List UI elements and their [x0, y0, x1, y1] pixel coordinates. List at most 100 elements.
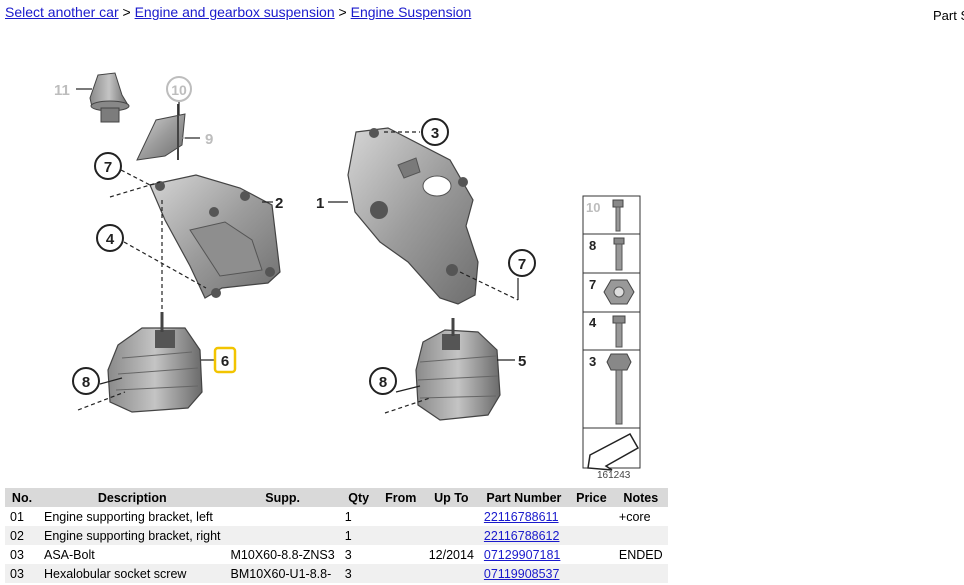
- left-bracket-part-2: [149, 174, 281, 299]
- fastener-legend: 10 8 7 4 3: [582, 195, 641, 471]
- parts-table: No. Description Supp. Qty From Up To Par…: [5, 488, 668, 583]
- cell-description: Hexalobular socket screw: [39, 564, 226, 583]
- col-header-part-number: Part Number: [478, 488, 569, 507]
- callout-7-right: 7: [518, 256, 526, 273]
- cell-part-number: 22116788612: [478, 526, 569, 545]
- cell-supp: [225, 526, 340, 545]
- col-header-notes: Notes: [613, 488, 668, 507]
- table-row: 01 Engine supporting bracket, left 1 221…: [5, 507, 668, 526]
- col-header-price: Price: [568, 488, 614, 507]
- callout-7-right-circle: [508, 249, 536, 277]
- cell-notes: ENDED: [618, 547, 663, 562]
- callout-1: 1: [316, 195, 324, 212]
- breadcrumb: Select another car > Engine and gearbox …: [5, 4, 471, 20]
- cell-part-number: 07119908537: [478, 564, 569, 583]
- callout-3: 3: [431, 125, 439, 142]
- table-row: 02 Engine supporting bracket, right 1 22…: [5, 526, 668, 545]
- callout-10-circle: [166, 76, 192, 102]
- part-number-link[interactable]: 07129907181: [483, 547, 561, 562]
- right-engine-mount-part-5: [415, 318, 501, 421]
- arrow-icon: [587, 432, 640, 471]
- callout-4: 4: [106, 231, 115, 248]
- cell-from: [377, 526, 424, 545]
- legend-item-3: 3: [589, 354, 596, 369]
- breadcrumb-engine-suspension-link[interactable]: Engine Suspension: [350, 4, 472, 20]
- bolt-4-icon: [612, 315, 626, 348]
- diagram-image-number: 161243: [597, 470, 631, 481]
- cell-no: 02: [5, 526, 39, 545]
- cell-qty: 1: [344, 509, 352, 524]
- left-engine-mount-part-6: [107, 312, 203, 413]
- cell-no: 03: [5, 564, 39, 583]
- callout-10: 10: [171, 82, 187, 98]
- cell-part-number: 22116788611: [479, 507, 569, 526]
- callout-2: 2: [275, 195, 283, 212]
- col-header-from: From: [377, 488, 424, 507]
- cell-description: Engine supporting bracket, left: [44, 509, 213, 524]
- cell-description: ASA-Bolt: [44, 547, 95, 562]
- bolt-3-icon: [606, 353, 632, 425]
- cell-supp: [226, 507, 340, 526]
- breadcrumb-separator: >: [118, 4, 135, 20]
- legend-item-10: 10: [586, 200, 600, 215]
- part-search-label: Part S: [933, 8, 964, 23]
- callout-5: 5: [518, 353, 526, 370]
- cell-price: [568, 526, 614, 545]
- cell-price: [569, 507, 614, 526]
- bolt-10-icon: [612, 199, 624, 232]
- small-bracket-part-9: [136, 104, 200, 161]
- cell-supp: BM10X60-U1-8.8-: [225, 564, 340, 583]
- cell-up-to: [423, 526, 479, 545]
- cell-part-number: 07129907181: [479, 545, 569, 564]
- col-header-qty: Qty: [339, 488, 378, 507]
- callout-6-highlight[interactable]: [213, 346, 237, 374]
- callout-8-left: 8: [82, 374, 90, 391]
- col-header-no: No.: [5, 488, 39, 507]
- col-header-description: Description: [39, 488, 226, 507]
- cell-qty: 1: [339, 526, 378, 545]
- legend-item-7: 7: [589, 277, 596, 292]
- table-header-row: No. Description Supp. Qty From Up To Par…: [5, 488, 668, 507]
- cell-price: [568, 564, 614, 583]
- part-number-link[interactable]: 22116788611: [483, 509, 559, 524]
- callout-11: 11: [54, 82, 70, 99]
- table-row: 03 ASA-Bolt M10X60-8.8-ZNS3 3 12/2014 07…: [5, 545, 668, 564]
- cell-no: 01: [10, 509, 24, 524]
- callout-8-right-circle: [369, 367, 397, 395]
- cell-supp: M10X60-8.8-ZNS3: [230, 547, 335, 562]
- cell-from: [378, 507, 424, 526]
- callout-6[interactable]: 6: [221, 353, 229, 370]
- col-header-supp: Supp.: [225, 488, 340, 507]
- part-number-link[interactable]: 07119908537: [483, 566, 560, 581]
- cell-notes: +core: [618, 509, 651, 524]
- legend-item-4: 4: [589, 315, 597, 330]
- cell-up-to: [424, 507, 479, 526]
- breadcrumb-separator: >: [334, 4, 351, 20]
- cell-qty: 3: [339, 564, 378, 583]
- cell-notes: [613, 526, 668, 545]
- callout-7-left: 7: [104, 159, 112, 176]
- cell-qty: 3: [344, 547, 352, 562]
- callout-4-circle: [96, 224, 124, 252]
- callout-7-left-circle: [94, 152, 122, 180]
- cell-price: [569, 545, 614, 564]
- cell-notes: [613, 564, 668, 583]
- breadcrumb-select-car-link[interactable]: Select another car: [5, 4, 119, 20]
- cell-from: [378, 545, 424, 564]
- callout-8-left-circle: [72, 367, 100, 395]
- cell-description: Engine supporting bracket, right: [39, 526, 226, 545]
- part-number-link[interactable]: 22116788612: [483, 528, 560, 543]
- breadcrumb-engine-gearbox-link[interactable]: Engine and gearbox suspension: [134, 4, 335, 20]
- callout-9: 9: [205, 131, 213, 148]
- legend-item-8: 8: [589, 238, 596, 253]
- callout-3-circle: [421, 118, 449, 146]
- right-bracket-part-1: [347, 127, 479, 305]
- cell-no: 03: [10, 547, 24, 562]
- cell-from: [377, 564, 424, 583]
- table-row: 03 Hexalobular socket screw BM10X60-U1-8…: [5, 564, 668, 583]
- rubber-stop-part-11: [89, 72, 130, 123]
- nut-7-icon: [603, 279, 635, 305]
- callout-8-right: 8: [379, 374, 387, 391]
- leader-lines: [76, 88, 519, 414]
- bolt-8-icon: [613, 237, 625, 271]
